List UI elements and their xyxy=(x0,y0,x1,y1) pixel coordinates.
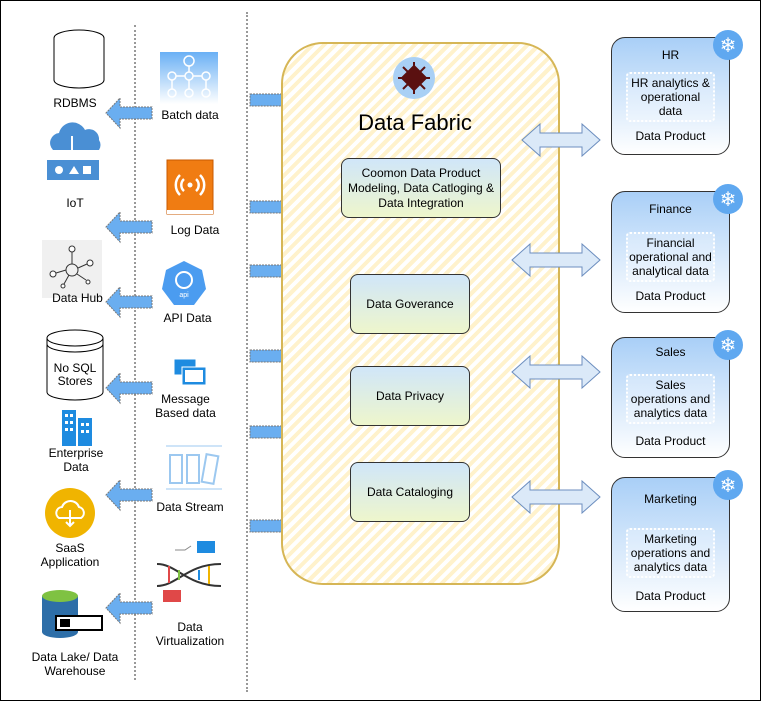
product-footer: Data Product xyxy=(635,589,706,603)
data-governance-box: Data Goverance xyxy=(350,274,470,334)
snowflake-icon: ❄ xyxy=(713,184,743,214)
product-name: Sales xyxy=(655,345,686,359)
ingestion-label: Data Stream xyxy=(156,500,224,514)
product-name: HR xyxy=(661,48,680,62)
product-footer: Data Product xyxy=(635,129,706,143)
data-fabric-icon xyxy=(393,57,435,99)
arrow-left xyxy=(105,478,153,512)
product-description: Financial operational and analytical dat… xyxy=(626,232,715,282)
product-description: HR analytics & operational data xyxy=(626,72,715,122)
data-lake-icon xyxy=(42,590,103,638)
ingestion-label: Data Virtualization xyxy=(155,620,225,648)
ingestion-label: Message Based data xyxy=(155,392,216,420)
product-name: Marketing xyxy=(644,492,697,506)
product-name: Finance xyxy=(649,202,692,216)
ingestion-label: API Data xyxy=(163,311,212,325)
arrow-left xyxy=(105,96,153,130)
data-hub-icon xyxy=(42,240,102,298)
data-stream-icon xyxy=(166,445,222,490)
database-icon xyxy=(53,29,105,89)
iot-cloud-icon xyxy=(47,122,101,180)
arrow-left xyxy=(105,371,153,405)
divider-line xyxy=(134,25,136,680)
snowflake-icon: ❄ xyxy=(713,470,743,500)
enterprise-building-icon xyxy=(62,410,92,446)
source-label: No SQL Stores xyxy=(53,361,97,388)
product-description: Sales operations and analytics data xyxy=(626,374,715,424)
arrow-left xyxy=(105,591,153,625)
data-product-finance: ❄ Finance Financial operational and anal… xyxy=(611,184,743,313)
product-description: Marketing operations and analytics data xyxy=(626,528,715,578)
data-product-marketing: ❄ Marketing Marketing operations and ana… xyxy=(611,470,743,612)
api-icon-text: api xyxy=(179,292,189,299)
source-label: RDBMS xyxy=(53,96,97,110)
ingestion-label: Log Data xyxy=(170,223,220,237)
source-label: SaaS Application xyxy=(40,541,100,569)
data-product-sales: ❄ Sales Sales operations and analytics d… xyxy=(611,330,743,458)
snowflake-icon: ❄ xyxy=(713,30,743,60)
data-product-hr: ❄ HR HR analytics & operational data Dat… xyxy=(611,30,743,155)
product-footer: Data Product xyxy=(635,289,706,303)
double-arrow xyxy=(511,242,601,278)
source-label: Data Hub xyxy=(52,291,103,305)
source-label: Enterprise Data xyxy=(48,446,104,474)
data-product-modeling-box: Coomon Data Product Modeling, Data Catlo… xyxy=(341,158,501,218)
arrow-left xyxy=(105,210,153,244)
divider-line xyxy=(246,12,248,692)
arrow-left xyxy=(105,285,153,319)
product-footer: Data Product xyxy=(635,434,706,448)
message-icon xyxy=(173,358,207,386)
double-arrow xyxy=(521,122,601,158)
snowflake-icon: ❄ xyxy=(713,330,743,360)
ingestion-label: Batch data xyxy=(161,108,219,122)
data-privacy-box: Data Privacy xyxy=(350,366,470,426)
double-arrow xyxy=(511,479,601,515)
api-icon: api xyxy=(162,261,206,305)
source-label: Data Lake/ Data Warehouse xyxy=(31,650,119,678)
data-fabric-title: Data Fabric xyxy=(358,110,472,135)
double-arrow xyxy=(511,354,601,390)
nosql-database-icon xyxy=(46,329,104,401)
batch-data-icon xyxy=(160,52,218,104)
data-cataloging-box: Data Cataloging xyxy=(350,462,470,522)
source-label: IoT xyxy=(66,196,84,210)
saas-cloud-icon xyxy=(45,488,95,538)
log-data-book-icon xyxy=(166,159,214,215)
data-virtualization-icon xyxy=(156,541,222,602)
